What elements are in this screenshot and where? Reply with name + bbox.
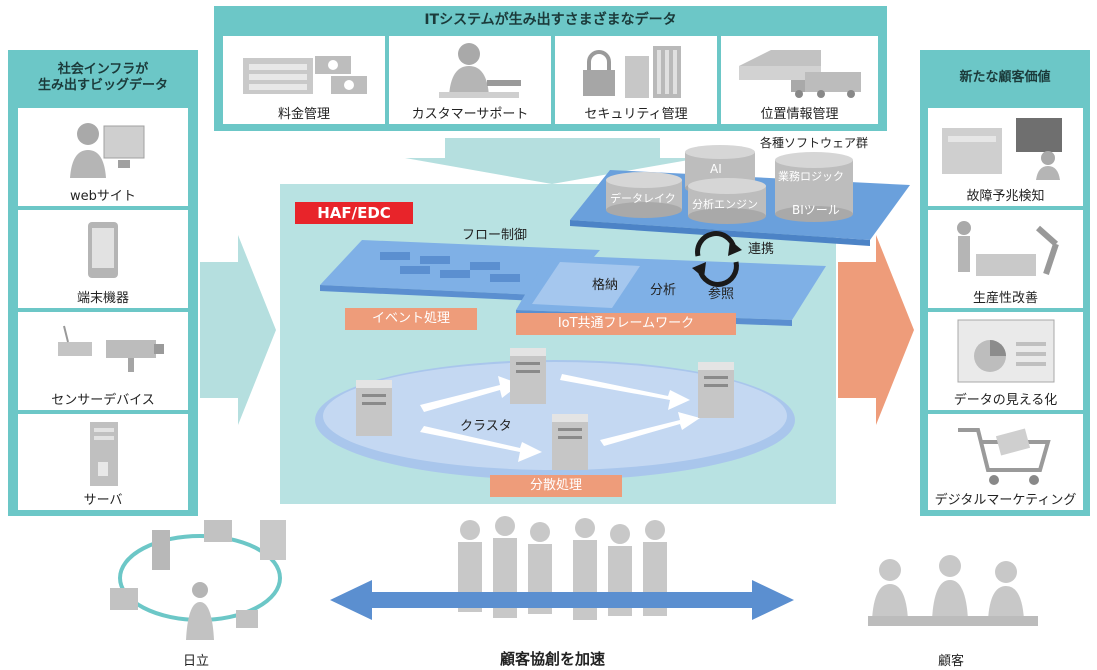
terminal-label: 端末機器	[76, 291, 129, 306]
top-panel: ITシステムが生み出すさまざまなデータ 料金管理 カスタマーサポート	[214, 6, 887, 131]
factory-monitor-icon	[942, 118, 1062, 180]
billing-icon	[243, 56, 367, 94]
billing-cell: 料金管理	[223, 36, 385, 124]
sensor-camera-icon	[58, 325, 164, 372]
distributed-processing-label: 分散処理	[490, 475, 622, 497]
cylinder-analytics-engine-label: 分析エンジン	[692, 198, 758, 211]
co-creation-arrow	[330, 580, 794, 620]
left-panel-title-line2: 生み出すビッグデータ	[37, 78, 168, 93]
dashboard-chart-icon	[957, 319, 1055, 383]
lock-server-icon	[583, 46, 681, 98]
store-label: 格納	[592, 278, 619, 293]
failure-cell: 故障予兆検知	[928, 108, 1083, 206]
left-panel: 社会インフラが 生み出すビッグデータ webサイト 端末機器 センサーデバイス	[8, 50, 198, 516]
people-crowd-icon	[458, 516, 667, 620]
website-label: webサイト	[70, 189, 136, 204]
smartphone-icon	[88, 222, 118, 278]
customer-label: 顧客	[938, 654, 965, 669]
sensor-cell: センサーデバイス	[18, 312, 188, 410]
productivity-label: 生産性改善	[972, 291, 1038, 306]
left-panel-title-line1: 社会インフラが	[57, 62, 149, 77]
website-cell: webサイト	[18, 108, 188, 206]
marketing-label: デジタルマーケティング	[934, 493, 1077, 508]
support-label: カスタマーサポート	[411, 107, 529, 122]
visualization-cell: データの見える化	[928, 312, 1083, 410]
failure-label: 故障予兆検知	[966, 189, 1045, 204]
security-label: セキュリティ管理	[584, 107, 688, 122]
security-cell: セキュリティ管理	[555, 36, 717, 124]
link-label: 連携	[748, 242, 775, 257]
cylinder-business-logic-label: 業務ロジック	[778, 170, 844, 183]
top-panel-title: ITシステムが生み出すさまざまなデータ	[424, 12, 677, 28]
marketing-cell: デジタルマーケティング	[928, 414, 1083, 510]
sensor-label: センサーデバイス	[51, 393, 155, 408]
top-down-arrow	[405, 138, 700, 184]
server-label: サーバ	[83, 493, 123, 508]
hitachi-label: 日立	[183, 654, 210, 669]
flow-control-label: フロー制御	[462, 228, 528, 243]
cluster-label: クラスタ	[460, 419, 512, 434]
iot-framework-label: IoT共通フレームワーク	[516, 313, 736, 335]
warehouse-truck-icon	[739, 50, 861, 98]
terminal-cell: 端末機器	[18, 210, 188, 308]
center-box: HAF/EDC	[280, 184, 836, 504]
analyze-label: 分析	[650, 283, 677, 298]
left-panel-title: 社会インフラが 生み出すビッグデータ	[8, 62, 198, 94]
co-creation-label: 顧客協創を加速	[500, 650, 606, 668]
customer-meeting-icon	[868, 555, 1038, 626]
right-panel-title: 新たな顧客価値	[959, 70, 1051, 85]
location-label: 位置情報管理	[760, 107, 839, 122]
cylinder-bi-tools-label: BIツール	[792, 203, 840, 217]
input-arrow	[200, 235, 276, 425]
location-cell: 位置情報管理	[721, 36, 878, 124]
support-cell: カスタマーサポート	[389, 36, 551, 124]
server-tower-icon	[90, 422, 118, 486]
haf-edc-badge: HAF/EDC	[295, 202, 413, 224]
software-group-label: 各種ソフトウェア群	[760, 136, 869, 150]
hitachi-network-ring	[118, 534, 282, 622]
productivity-cell: 生産性改善	[928, 210, 1083, 308]
right-panel: 新たな顧客価値 故障予兆検知 生産性改善 データの見える化	[920, 50, 1090, 516]
shopping-cart-icon	[958, 428, 1051, 485]
operator-icon	[439, 43, 521, 98]
server-cell: サーバ	[18, 414, 188, 510]
billing-label: 料金管理	[277, 107, 330, 122]
visualization-label: データの見える化	[953, 393, 1058, 408]
cylinder-data-lake-label: データレイク	[610, 192, 676, 205]
output-arrow	[838, 235, 914, 425]
reference-label: 参照	[708, 287, 735, 302]
event-processing-label: イベント処理	[345, 308, 477, 330]
robot-arm-icon	[957, 221, 1059, 276]
cylinder-ai-label: AI	[710, 162, 722, 176]
web-user-icon	[70, 123, 145, 178]
